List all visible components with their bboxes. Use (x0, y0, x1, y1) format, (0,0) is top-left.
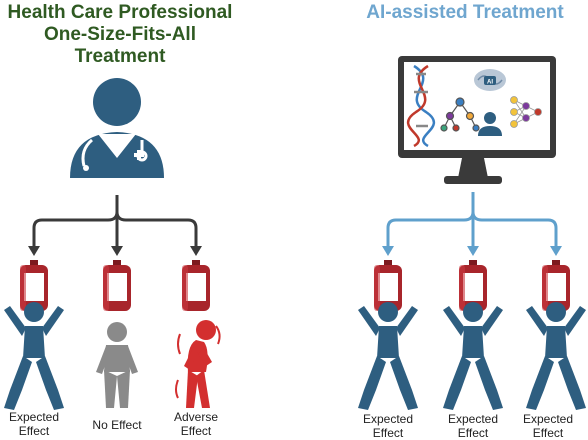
outcome-label: Expected Effect (508, 412, 588, 440)
outcome-label: Expected Effect (0, 410, 74, 438)
outcome-label: No Effect (77, 418, 157, 432)
left-panel-title: Health Care Professional One-Size-Fits-A… (0, 2, 240, 68)
outcome-label-line-2: Effect (18, 424, 50, 438)
outcome-label-line-2: Effect (180, 424, 212, 438)
dna-helix-icon (407, 64, 435, 148)
outcome-label-line-1: Adverse (173, 410, 219, 424)
right-arrowheads (382, 246, 562, 256)
outcome-label-line-2: Effect (372, 426, 404, 440)
right-panel-title: AI-assisted Treatment (366, 2, 564, 23)
blood-bag-icon (103, 260, 131, 311)
left-title-line-2: One-Size-Fits-All (43, 24, 196, 45)
left-title-line-3: Treatment (74, 46, 166, 67)
decision-tree-icon (440, 97, 480, 132)
person-expected-effect-icon (443, 302, 503, 410)
brain-icon: AI (474, 69, 506, 91)
doctor-icon (70, 78, 164, 178)
outcome-label-line-2: Effect (532, 426, 564, 440)
small-doctor-icon (478, 112, 502, 136)
blood-bag-icon (182, 260, 210, 311)
person-expected-effect-icon (526, 302, 586, 410)
outcome-label-line-2: Effect (457, 426, 489, 440)
outcome-label-line-1: Expected (8, 410, 60, 424)
outcome-label-line-1: Expected (362, 412, 414, 426)
outcome-label: Adverse Effect (156, 410, 236, 438)
outcome-label: Expected Effect (433, 412, 513, 440)
outcome-label-line-1: No Effect (92, 418, 142, 432)
person-expected-effect-icon (358, 302, 418, 410)
left-title-line-1: Health Care Professional (7, 2, 233, 23)
right-branch-arrows (386, 192, 558, 248)
outcome-label-line-1: Expected (447, 412, 499, 426)
outcome-label: Expected Effect (348, 412, 428, 440)
left-branch-arrows (32, 195, 198, 248)
neural-network-icon (510, 96, 542, 128)
ai-chip-badge: AI (487, 80, 493, 86)
monitor-icon: AI (398, 56, 556, 184)
outcome-label-line-1: Expected (522, 412, 574, 426)
left-arrowheads (28, 246, 202, 256)
person-adverse-effect-icon (175, 320, 221, 408)
person-expected-effect-icon (4, 302, 64, 410)
person-no-effect-icon (96, 322, 138, 408)
